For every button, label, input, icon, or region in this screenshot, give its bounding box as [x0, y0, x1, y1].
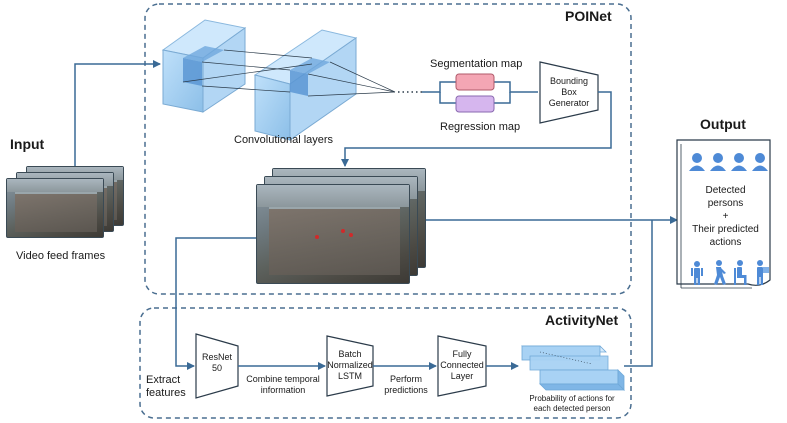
conv-projection-lines: [182, 49, 396, 97]
probability-label: Probability of actions for each detected…: [529, 394, 615, 413]
fc-label: Fully Connected Layer: [440, 349, 484, 381]
detected-person-marker: [315, 235, 319, 239]
extract-features-label: Extract features: [146, 374, 186, 399]
input-title: Input: [10, 136, 45, 152]
resnet-label: ResNet 50: [201, 352, 232, 373]
combine-temporal-label: Combine temporal information: [246, 374, 320, 395]
output-title: Output: [700, 116, 746, 132]
segmentation-map: [455, 73, 495, 91]
activitynet-container: [139, 307, 632, 419]
poinet-title: POINet: [565, 8, 612, 24]
map-branch-lines: [422, 81, 538, 104]
output-document: [676, 139, 771, 286]
segmentation-label: Segmentation map: [430, 58, 523, 70]
probability-stack: [521, 345, 625, 391]
input-frame-front: [6, 178, 104, 238]
fc-shape: [437, 335, 487, 397]
regression-map: [455, 95, 495, 113]
bbox-generator-label: Bounding Box Generator: [548, 76, 590, 108]
activitynet-title: ActivityNet: [545, 312, 619, 328]
arrow-generator-to-frames: [341, 91, 612, 167]
conv-block-1: [161, 19, 247, 113]
carrying-person-icon: [757, 260, 769, 285]
output-text: Detected persons + Their predicted actio…: [692, 185, 759, 248]
arrow-input-to-poinet: [74, 60, 161, 178]
walking-person-icon: [714, 260, 726, 285]
detection-frame-front: [256, 184, 410, 284]
poinet-container: [144, 3, 632, 295]
detected-person-marker: [341, 229, 345, 233]
perform-predictions-label: Perform predictions: [384, 374, 428, 395]
bbox-generator-shape: [539, 61, 599, 124]
standing-person-icon: [691, 261, 703, 285]
conv-block-2: [253, 29, 358, 141]
arrow-frames-to-resnet: [175, 237, 258, 370]
lstm-label: Batch Normalized LSTM: [327, 349, 373, 381]
conv-layers-label: Convolutional layers: [234, 134, 334, 146]
regression-label: Regression map: [440, 121, 521, 133]
detected-person-marker: [349, 233, 353, 237]
lstm-shape: [326, 335, 374, 397]
sitting-person-icon: [734, 260, 747, 285]
input-caption: Video feed frames: [16, 250, 106, 262]
arrow-probabilities-to-output: [624, 220, 653, 367]
resnet-shape: [195, 333, 239, 399]
person-bust-icon: [689, 153, 768, 171]
